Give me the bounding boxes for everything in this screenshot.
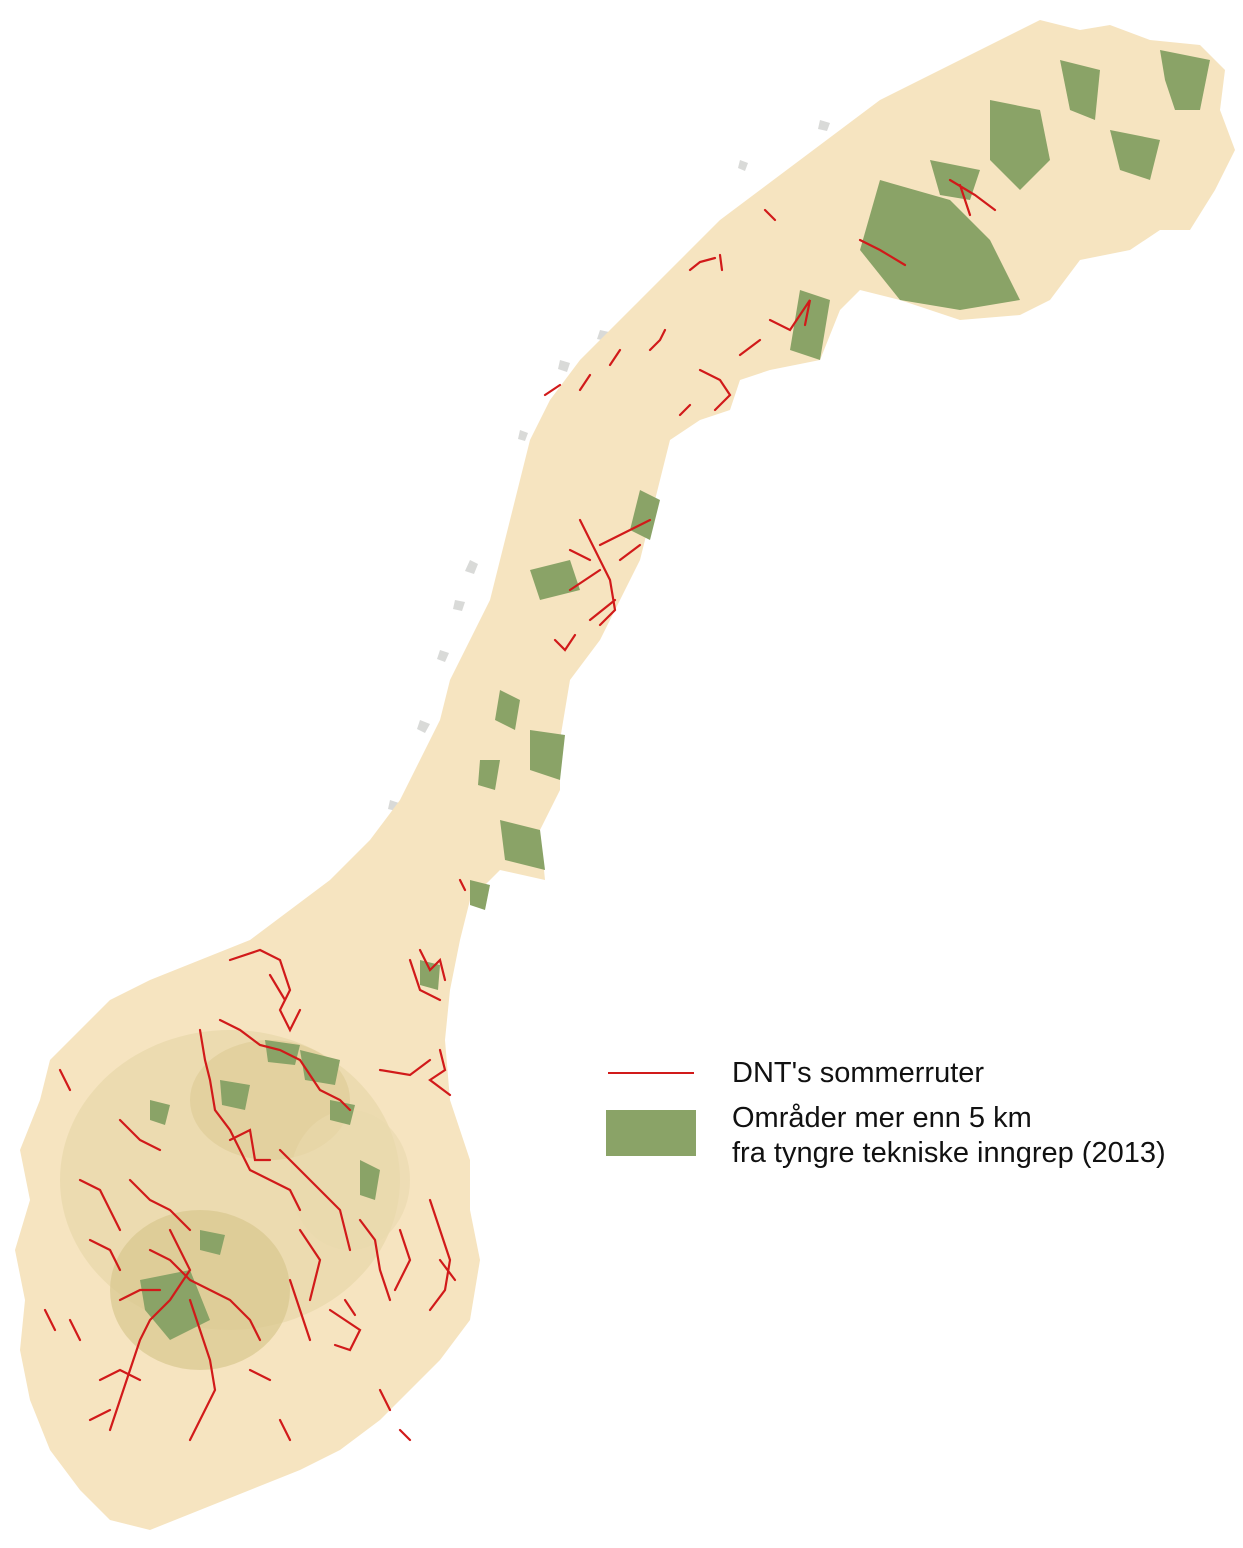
dnt-trails	[43, 178, 997, 1442]
wilderness-legend-label-line2: fra tyngre tekniske inngrep (2013)	[732, 1137, 1166, 1169]
wilderness-legend-swatch	[606, 1110, 696, 1156]
trail-legend-label: DNT's sommerruter	[732, 1057, 985, 1089]
map-legend: DNT's sommerruter Områder mer enn 5 km f…	[600, 1050, 1240, 1170]
wilderness-areas	[140, 50, 1210, 1340]
wilderness-legend-label-line1: Områder mer enn 5 km	[732, 1102, 1032, 1134]
trail-legend-line	[608, 1072, 694, 1074]
